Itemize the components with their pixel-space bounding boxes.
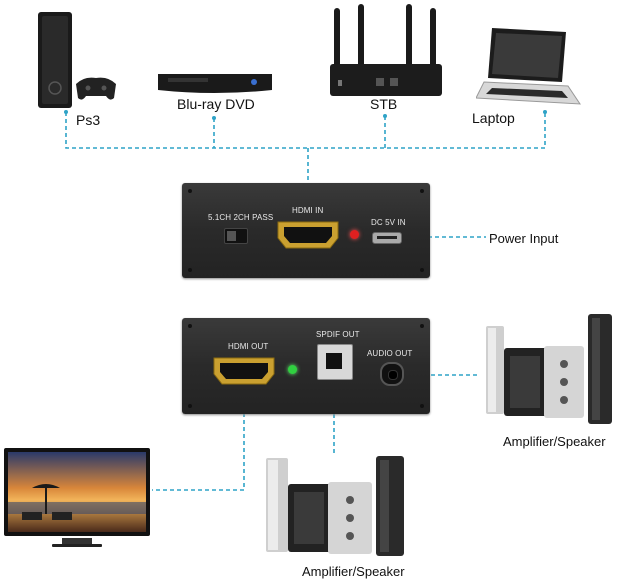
stb-label: STB [370, 96, 398, 112]
stb-router-icon [330, 4, 442, 96]
tv-icon [4, 448, 150, 547]
hdmi-out-label: HDMI OUT [228, 342, 269, 351]
audio-out-label: AUDIO OUT [367, 349, 413, 358]
switch-label: 5.1CH 2CH PASS [208, 213, 274, 222]
hdmi-in-label: HDMI IN [292, 206, 324, 215]
red-led [350, 230, 359, 239]
bluray-label: Blu-ray DVD [177, 96, 255, 112]
ps3-console-icon [38, 12, 116, 108]
hdmi-out-port[interactable] [212, 356, 276, 386]
speaker-right-label: Amplifier/Speaker [503, 434, 606, 449]
ps3-label: Ps3 [76, 112, 101, 128]
spdif-port[interactable] [317, 344, 353, 380]
bluray-player-icon [158, 74, 272, 93]
dc-label: DC 5V IN [371, 218, 406, 227]
hdmi-in-port[interactable] [276, 220, 340, 250]
green-led [288, 365, 297, 374]
spdif-label: SPDIF OUT [316, 330, 360, 339]
dc-power-port[interactable] [372, 232, 402, 244]
speaker-set-bottom-icon [266, 456, 404, 556]
audio-out-jack[interactable] [380, 362, 404, 386]
power-input-label: Power Input [489, 231, 559, 246]
speaker-set-right-icon [486, 314, 612, 424]
laptop-label: Laptop [472, 110, 515, 126]
speaker-bottom-label: Amplifier/Speaker [302, 564, 405, 579]
laptop-icon [476, 28, 581, 105]
mode-switch[interactable] [224, 228, 248, 244]
